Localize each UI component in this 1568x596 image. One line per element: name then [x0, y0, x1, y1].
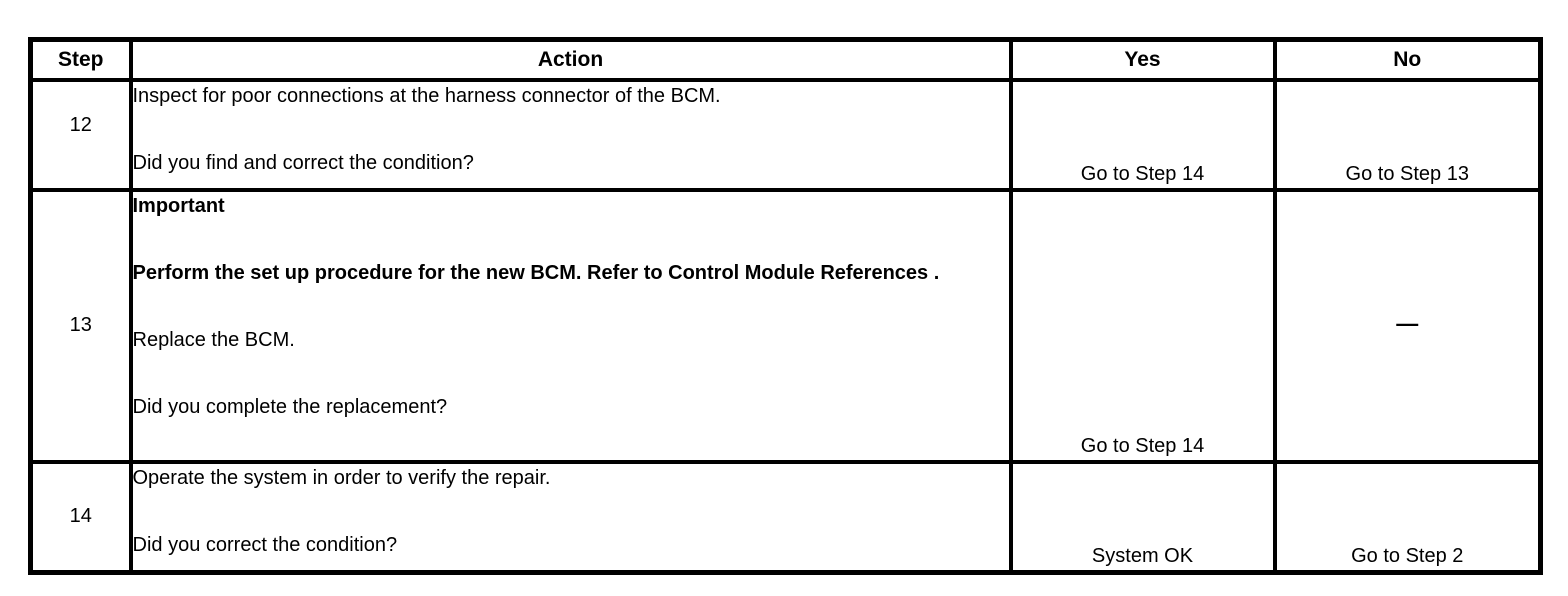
table-row-step-13: 13 Important Perform the set up procedur… [28, 187, 1543, 464]
column-header-no: No [1272, 37, 1543, 82]
diagnostic-table: Step Action Yes No 12 Inspect for poor c… [28, 37, 1543, 575]
yes-cell: Go to Step 14 [1008, 187, 1277, 464]
no-cell-dash: — [1272, 187, 1543, 464]
action-question: Did you find and correct the condition? [132, 151, 474, 174]
action-question: Did you correct the condition? [132, 533, 398, 556]
action-paragraph: Operate the system in order to verify th… [132, 466, 551, 489]
step-number: 13 [28, 187, 133, 464]
step-number: 14 [28, 459, 133, 575]
table-header-row: Step Action Yes No [28, 37, 1543, 82]
action-paragraph: Replace the BCM. [132, 328, 295, 351]
action-cell: Inspect for poor connections at the harn… [128, 77, 1013, 192]
step-number: 12 [28, 77, 133, 192]
action-question: Did you complete the replacement? [132, 395, 448, 418]
yes-cell: Go to Step 14 [1008, 77, 1277, 192]
column-header-action: Action [128, 37, 1013, 82]
column-header-yes: Yes [1008, 37, 1277, 82]
action-paragraph: Perform the set up procedure for the new… [132, 261, 940, 284]
action-cell: Operate the system in order to verify th… [128, 459, 1013, 575]
table-row-step-14: 14 Operate the system in order to verify… [28, 459, 1543, 575]
yes-cell: System OK [1008, 459, 1277, 575]
important-label: Important [132, 194, 225, 217]
column-header-step: Step [28, 37, 133, 82]
table-row-step-12: 12 Inspect for poor connections at the h… [28, 77, 1543, 192]
no-cell: Go to Step 2 [1272, 459, 1543, 575]
action-cell: Important Perform the set up procedure f… [128, 187, 1013, 464]
no-cell: Go to Step 13 [1272, 77, 1543, 192]
action-paragraph: Inspect for poor connections at the harn… [132, 84, 721, 107]
